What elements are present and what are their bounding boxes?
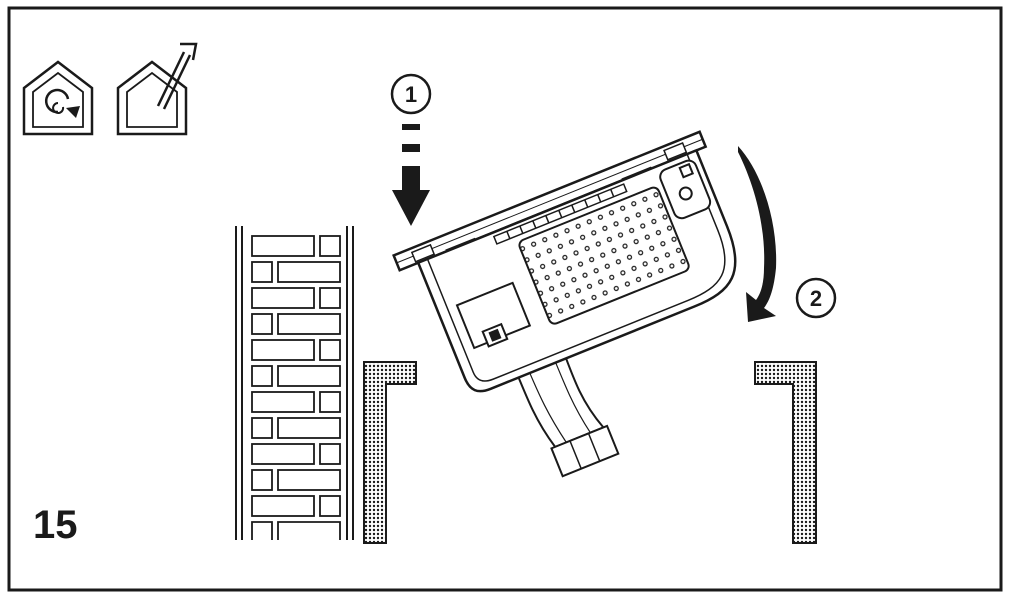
worktop-left [363, 361, 417, 544]
worktop-right [754, 361, 817, 544]
step-1-label: 1 [405, 82, 417, 107]
hob-unit [392, 130, 737, 478]
fan-housing [659, 159, 712, 220]
step-2-marker: 2 [795, 277, 837, 319]
figure-number: 15 [33, 503, 78, 547]
step-1-marker: 1 [390, 73, 432, 115]
grease-filter [518, 186, 690, 325]
control-module [455, 281, 532, 350]
fixing-clip [410, 243, 436, 263]
recirculation-mode-icon [22, 60, 94, 136]
figure-frame [7, 6, 1003, 592]
vent-slots [492, 183, 628, 245]
step-2-label: 2 [810, 286, 822, 311]
step-1-arrow [392, 124, 430, 226]
step-2-arrow [738, 146, 777, 322]
brick-wall [235, 226, 354, 540]
extraction-mode-icon [116, 42, 198, 136]
fixing-clip [663, 142, 688, 161]
